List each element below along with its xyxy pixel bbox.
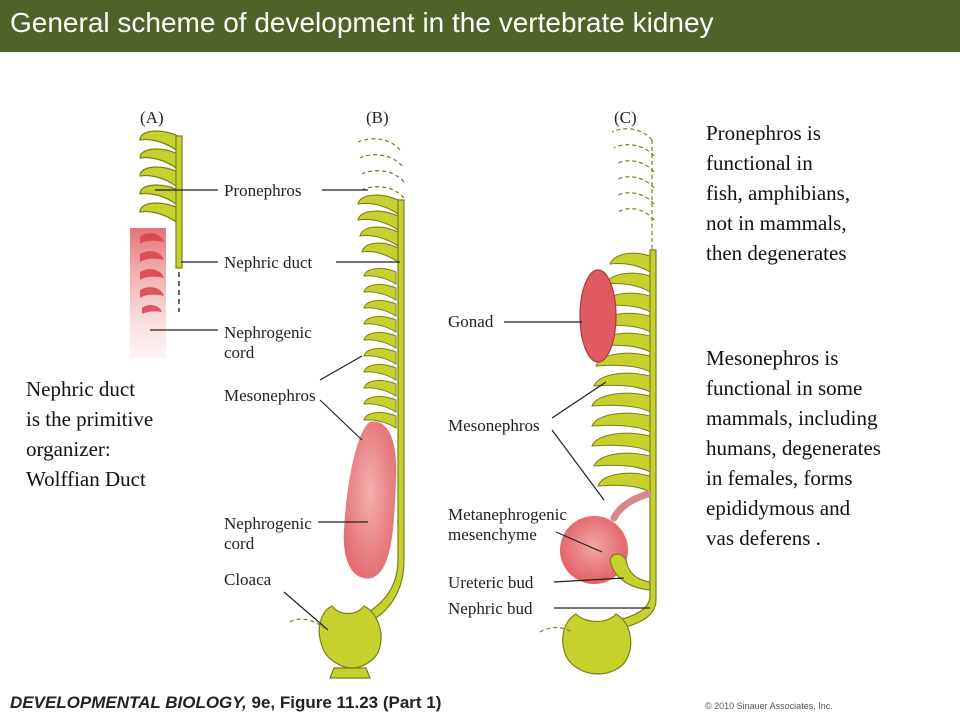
gonad-c [579, 269, 617, 363]
panel-a-diagram [130, 130, 218, 358]
figure-caption: DEVELOPMENTAL BIOLOGY, 9e, Figure 11.23 … [10, 693, 441, 713]
note-nephric-duct: Nephric duct is the primitive organizer:… [26, 377, 154, 491]
metanephrogenic-mesenchyme-c [560, 516, 628, 584]
degenerating-tubules-c [611, 128, 655, 250]
label-mesonephros-b: Mesonephros [224, 386, 316, 405]
cloaca-b [318, 605, 382, 679]
pronephric-tubules-b [357, 194, 399, 264]
pronephric-tubules-a [139, 130, 179, 224]
label-metanephrogenic-mesenchyme: Metanephrogenic mesenchyme [448, 505, 567, 544]
slide-title: General scheme of development in the ver… [10, 7, 714, 38]
caption-book-title: DEVELOPMENTAL BIOLOGY, [10, 693, 252, 712]
leaders-b [283, 189, 400, 631]
note-mesonephros: Mesonephros is functional in some mammal… [706, 346, 881, 550]
nephrotomes-a [140, 233, 164, 314]
degenerating-tubules-b [357, 138, 405, 199]
label-nephric-duct: Nephric duct [224, 253, 313, 272]
label-nephrogenic-cord-a: Nephrogenic cord [224, 323, 312, 362]
title-bar: General scheme of development in the ver… [0, 0, 960, 52]
panel-label-a: (A) [140, 108, 164, 127]
panel-b-diagram [283, 138, 405, 679]
leaders-a [150, 189, 218, 331]
ureteric-bud-c [609, 553, 651, 591]
panel-c-diagram [504, 128, 657, 675]
label-ureteric-bud: Ureteric bud [448, 573, 534, 592]
panel-label-c: (C) [614, 108, 637, 127]
cloaca-c [562, 613, 632, 675]
label-cloaca: Cloaca [224, 570, 272, 589]
note-pronephros: Pronephros is functional in fish, amphib… [706, 121, 851, 265]
label-mesonephros-c: Mesonephros [448, 416, 540, 435]
nephric-duct-a [175, 135, 183, 269]
label-pronephros: Pronephros [224, 181, 302, 200]
caption-figure-ref: 9e, Figure 11.23 (Part 1) [251, 693, 442, 712]
label-gonad: Gonad [448, 312, 494, 331]
panel-label-b: (B) [366, 108, 389, 127]
label-nephrogenic-cord-b: Nephrogenic cord [224, 514, 312, 553]
nephrogenic-cord-b [343, 421, 397, 579]
leaders-c [504, 321, 650, 609]
copyright-notice: © 2010 Sinauer Associates, Inc. [705, 701, 833, 711]
mesonephric-tubules-b [363, 268, 397, 429]
label-nephric-bud: Nephric bud [448, 599, 533, 618]
